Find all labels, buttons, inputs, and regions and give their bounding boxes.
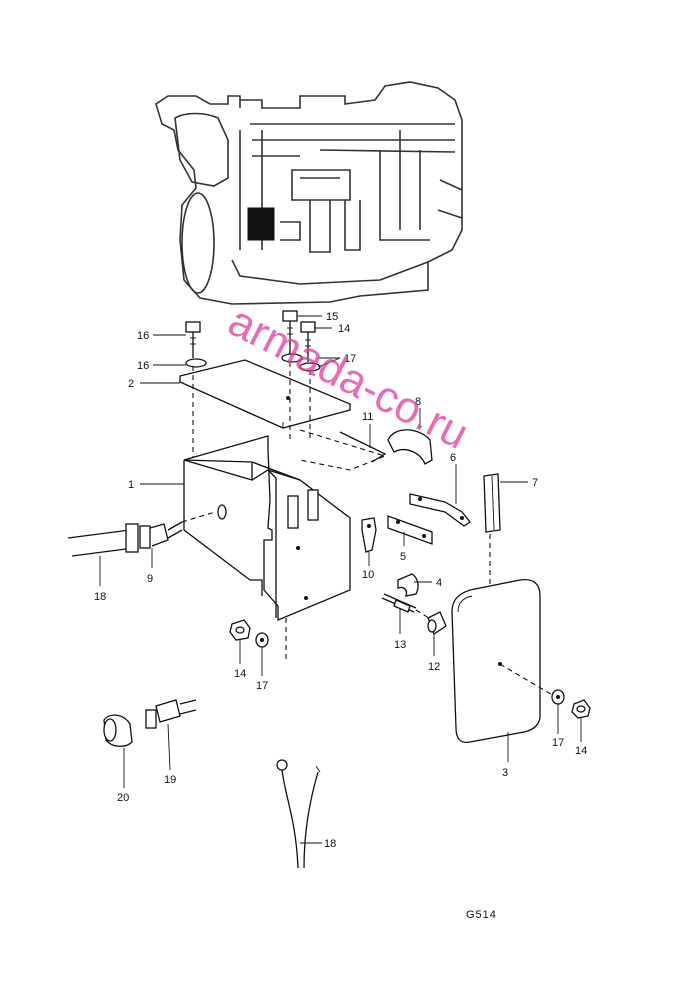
bolt-left: [185, 321, 201, 358]
callout-5: 5: [400, 551, 406, 563]
rubber-cap: [103, 714, 133, 747]
gasket: [299, 429, 387, 471]
leader-lines: [99, 315, 582, 844]
bracket: [409, 493, 471, 527]
front-cover: [451, 578, 555, 744]
push-switch: [145, 699, 197, 729]
clip-part: [387, 429, 433, 465]
bolt-middle: [282, 310, 298, 354]
bolt-right: [300, 321, 316, 362]
callout-7: 7: [532, 477, 538, 489]
callout-14: 14: [234, 668, 246, 680]
callout-labels: 16 16 2 1 9 18 15 14 17 11 8 6 7 5 10 4 …: [94, 311, 587, 921]
callout-17: 16: [137, 360, 149, 372]
callout-17: 17: [552, 737, 564, 749]
callout-3: 3: [502, 767, 508, 779]
spacer: [427, 611, 447, 635]
callout-17: 17: [344, 353, 356, 365]
callout-8: 8: [415, 396, 421, 408]
elbow-part: [397, 573, 419, 597]
callout-1: 1: [128, 479, 134, 491]
callout-18: 18: [324, 838, 336, 850]
callout-19: 19: [164, 774, 176, 786]
callout-17: 17: [256, 680, 268, 692]
callout-13: 13: [394, 639, 406, 651]
strip-part: [483, 473, 501, 590]
engine-outline: [155, 81, 463, 305]
callout-9: 9: [147, 573, 153, 585]
cable-connector: [67, 511, 216, 557]
callout-20: 20: [117, 792, 129, 804]
threaded-rod: [381, 593, 433, 621]
callout-6: 6: [450, 452, 456, 464]
figure-code: G514: [466, 909, 497, 921]
callout-12: 12: [428, 661, 440, 673]
washer-right: [551, 689, 565, 705]
callout-16: 15: [326, 311, 338, 323]
cable-lower: [276, 759, 321, 869]
callout-4: 4: [436, 577, 442, 589]
callout-14: 14: [575, 745, 587, 757]
callout-11: 11: [362, 411, 373, 423]
cover-lid: [179, 359, 351, 429]
callout-16: 16: [137, 330, 149, 342]
junction-box: [183, 435, 351, 660]
callout-10: 10: [362, 569, 374, 581]
nut-left: [229, 619, 251, 641]
callout-18: 18: [94, 591, 106, 603]
bar-part: [387, 515, 433, 545]
callout-2: 2: [128, 378, 134, 390]
nut-right: [571, 699, 591, 719]
callout-15: 14: [338, 323, 350, 335]
washer-left: [255, 632, 269, 648]
cable-lug: [361, 517, 377, 553]
